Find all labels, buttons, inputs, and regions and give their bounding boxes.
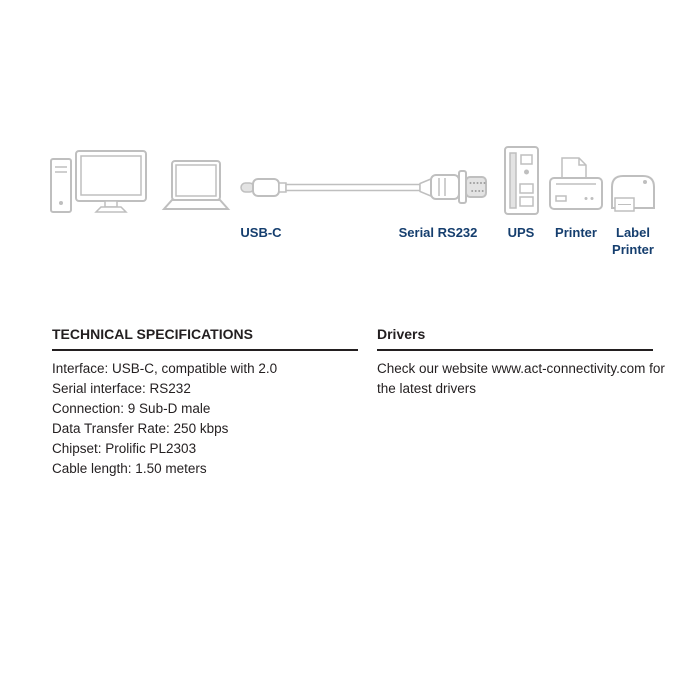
- label-ups: UPS: [507, 225, 535, 240]
- spec-connection: Connection: 9 Sub-D male: [52, 401, 211, 416]
- desktop-computer-icon: [50, 150, 147, 213]
- ups-icon: [504, 146, 539, 215]
- spec-cable-length: Cable length: 1.50 meters: [52, 461, 207, 476]
- drivers-text: Check our website www.act-connectivity.c…: [377, 361, 665, 396]
- usb-c-cable-icon: [240, 178, 421, 197]
- printer-icon: [549, 157, 603, 210]
- laptop-icon: [161, 160, 231, 210]
- spec-serial-interface: Serial interface: RS232: [52, 381, 191, 396]
- spec-interface: Interface: USB-C, compatible with 2.0: [52, 361, 278, 376]
- technical-specifications-section: TECHNICAL SPECIFICATIONS Interface: USB-…: [52, 326, 358, 479]
- label-label-printer: Label Printer: [612, 225, 654, 257]
- label-printer-icon: [611, 175, 655, 212]
- heading-rule: [377, 349, 653, 351]
- serial-rs232-connector-icon: [419, 170, 487, 204]
- heading-rule: [52, 349, 358, 351]
- label-printer: Printer: [555, 225, 597, 240]
- technical-specifications-heading: TECHNICAL SPECIFICATIONS: [52, 326, 253, 342]
- drivers-heading: Drivers: [377, 326, 426, 342]
- label-serial-rs232: Serial RS232: [398, 225, 478, 240]
- label-usb-c: USB-C: [240, 225, 282, 240]
- drivers-section: Drivers Check our website www.act-connec…: [377, 326, 665, 399]
- spec-chipset: Chipset: Prolific PL2303: [52, 441, 197, 456]
- spec-data-transfer-rate: Data Transfer Rate: 250 kbps: [52, 421, 229, 436]
